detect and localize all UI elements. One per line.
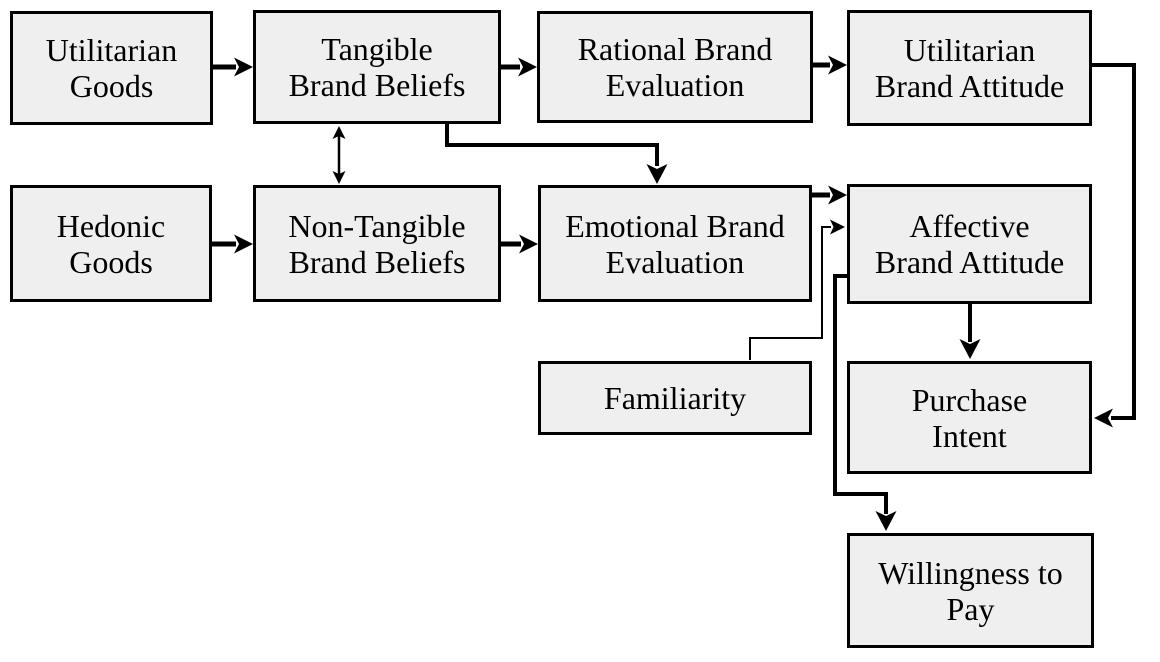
edge-hedonic-to-non-tangible bbox=[212, 234, 253, 254]
node-emotional-brand-evaluation: Emotional Brand Evaluation bbox=[538, 185, 812, 302]
edge-utilitarian-attitude-to-purchase-intent-elbow bbox=[1092, 63, 1136, 428]
edge-tangible-to-emotional-elbow bbox=[445, 124, 668, 184]
node-utilitarian-brand-attitude: Utilitarian Brand Attitude bbox=[847, 10, 1092, 126]
node-rational-brand-evaluation: Rational Brand Evaluation bbox=[537, 11, 813, 123]
node-willingness-to-pay: Willingness to Pay bbox=[847, 533, 1094, 648]
node-hedonic-goods: Hedonic Goods bbox=[10, 185, 212, 302]
edge-emotional-to-affective bbox=[812, 185, 847, 205]
node-affective-brand-attitude: Affective Brand Attitude bbox=[847, 184, 1092, 304]
node-non-tangible-brand-beliefs: Non-Tangible Brand Beliefs bbox=[253, 185, 501, 302]
edge-non-tangible-to-emotional bbox=[501, 234, 538, 254]
node-utilitarian-goods: Utilitarian Goods bbox=[10, 11, 213, 125]
node-purchase-intent: Purchase Intent bbox=[847, 361, 1092, 474]
edge-utilitarian-goods-to-tangible bbox=[213, 57, 253, 77]
node-familiarity: Familiarity bbox=[538, 361, 812, 435]
edge-tangible-non-tangible-double-arrow bbox=[332, 126, 346, 184]
edge-affective-to-purchase-intent bbox=[959, 303, 981, 359]
node-tangible-brand-beliefs: Tangible Brand Beliefs bbox=[253, 10, 501, 124]
edge-rational-to-utilitarian-attitude bbox=[813, 55, 847, 75]
edge-tangible-to-rational bbox=[501, 57, 537, 77]
